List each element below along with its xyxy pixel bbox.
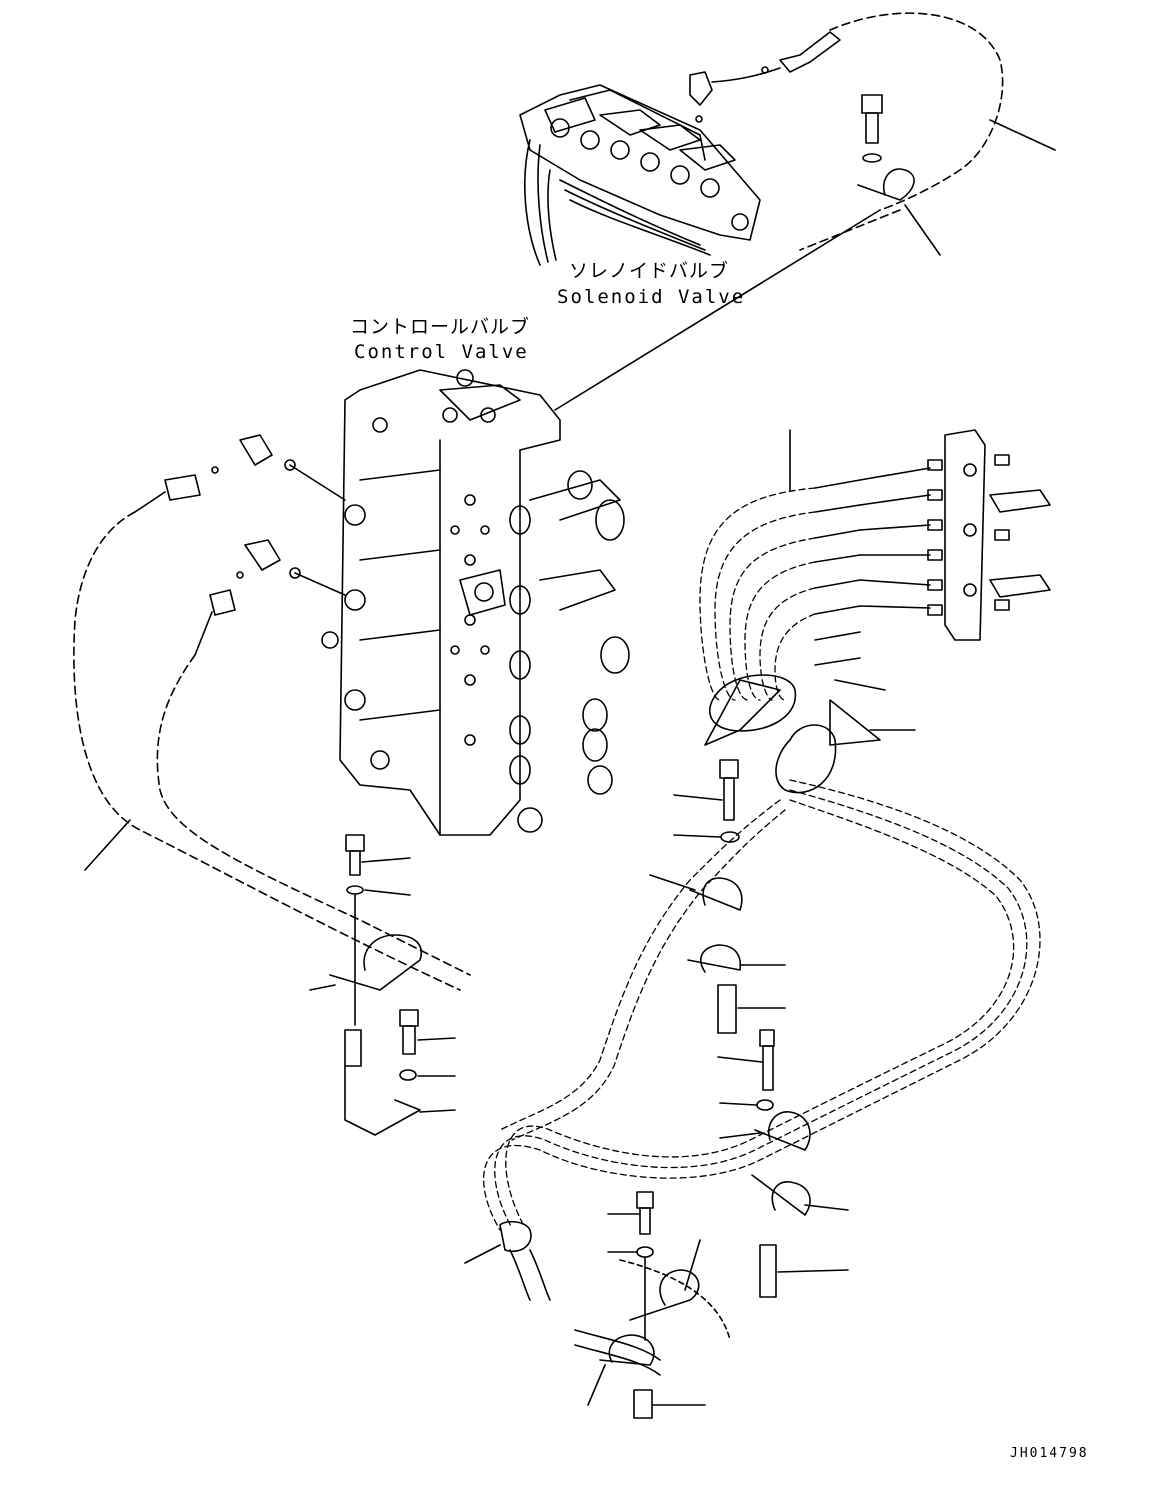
control-valve-label-jp: コントロールバルブ (350, 316, 531, 338)
hose-bundle-right (482, 487, 1041, 1231)
hose-loop-top (829, 12, 1004, 211)
control-valve-label-en: Control Valve (354, 341, 529, 363)
left-fittings (134, 434, 346, 656)
solenoid-valve-label-en: Solenoid Valve (557, 286, 746, 308)
leader-hose (989, 119, 1056, 151)
leader-left-hose (84, 819, 131, 871)
control-valve-assembly (321, 369, 630, 836)
grommets (704, 674, 916, 794)
top-clamp-set (857, 94, 941, 256)
leader-control-valve (554, 209, 881, 411)
center-clamp-stack (649, 759, 849, 1298)
right-manifold-assembly (814, 429, 1051, 666)
left-clamp-stack (309, 834, 456, 1136)
solenoid-valve-label-jp: ソレノイドバルブ (569, 260, 730, 282)
bottom-clamp-stack (464, 1191, 731, 1419)
hose-loop-left (73, 511, 461, 991)
drawing-reference-number: JH014798 (1010, 1446, 1089, 1461)
solenoid-valve-assembly (519, 31, 841, 266)
